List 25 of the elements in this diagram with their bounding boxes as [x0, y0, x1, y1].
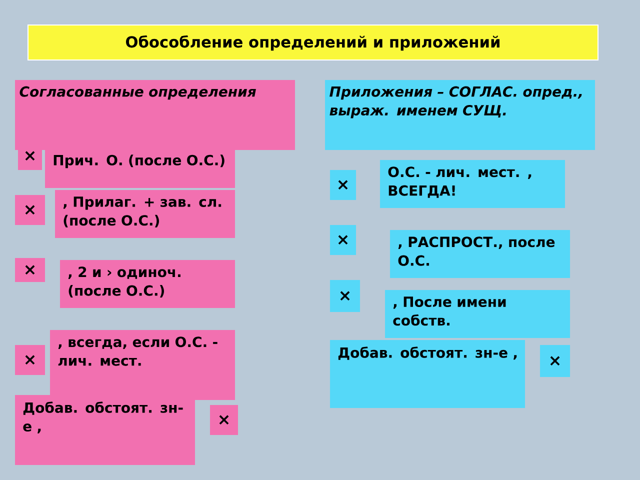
- text-box: , Прилаг. + зав. сл. (после О.С.): [55, 190, 235, 238]
- node-label: , всегда, если О.С. - лич. мест.: [58, 336, 218, 366]
- cross-box: ×: [210, 405, 238, 435]
- cross-box: ×: [15, 258, 45, 282]
- cross-box: ×: [330, 280, 360, 312]
- text-box: , всегда, если О.С. - лич. мест.: [50, 330, 235, 400]
- text-box: Добав. обстоят. зн-е ,: [15, 395, 195, 465]
- node-label: Добав. обстоят. зн-е ,: [23, 402, 183, 434]
- text-box: , 2 и › одиноч. (после О.С.): [60, 260, 235, 308]
- node-label: ×: [25, 151, 35, 161]
- cross-box: ×: [330, 170, 356, 200]
- cross-box: ×: [18, 142, 42, 170]
- node-label: Прич. О. (после О.С.): [54, 154, 224, 168]
- cross-box: ×: [330, 225, 356, 255]
- heading-box: Приложения – СОГЛАС. опред., выраж. именем СУЩ.: [325, 80, 595, 150]
- title-banner: Обособление определений и приложений: [27, 24, 599, 61]
- text-box: , РАСПРОСТ., после О.С.: [390, 230, 570, 278]
- cross-box: ×: [15, 345, 45, 375]
- text-box: Добав. обстоят. зн-е ,: [330, 340, 525, 408]
- text-box: Прич. О. (после О.С.): [45, 148, 235, 188]
- text-box: О.С. - лич. мест. , ВСЕГДА!: [380, 160, 565, 208]
- cross-box: ×: [540, 345, 570, 377]
- cross-box: ×: [15, 195, 45, 225]
- text-box: , После имени собств.: [385, 290, 570, 338]
- node-label: Согласованные определения: [20, 86, 256, 100]
